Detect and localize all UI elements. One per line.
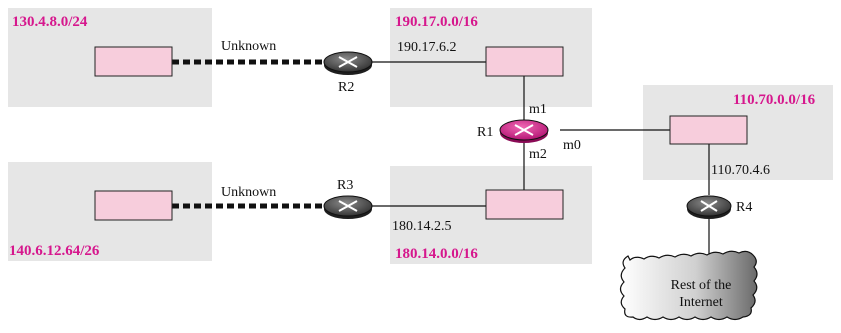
host-box-bottom-middle <box>485 189 564 220</box>
host-box-right <box>669 115 748 145</box>
network-label-top-middle: 190.17.0.0/16 <box>395 14 478 30</box>
address-r4: 110.70.4.6 <box>711 163 770 178</box>
router-label-r4: R4 <box>736 200 752 215</box>
router-r4-icon <box>686 195 732 219</box>
router-r2-icon <box>323 51 373 75</box>
network-label-bottom-left: 140.6.12.64/26 <box>9 243 100 259</box>
unknown-label-bottom: Unknown <box>221 185 276 200</box>
network-label-right: 110.70.0.0/16 <box>733 92 816 108</box>
network-label-bottom-middle: 180.14.0.0/16 <box>395 246 478 262</box>
host-box-top-middle <box>485 46 564 77</box>
host-box-top-left <box>94 46 173 77</box>
router-label-r3: R3 <box>337 178 353 193</box>
internet-cloud-icon <box>619 250 758 321</box>
network-label-top-left: 130.4.8.0/24 <box>12 14 88 30</box>
router-r3-icon <box>323 195 373 219</box>
interface-m1: m1 <box>529 102 547 117</box>
address-r2: 190.17.6.2 <box>397 40 457 55</box>
unknown-label-top: Unknown <box>221 39 276 54</box>
router-label-r2: R2 <box>338 80 354 95</box>
address-r3: 180.14.2.5 <box>392 219 452 234</box>
host-box-bottom-left <box>94 190 173 221</box>
interface-m0: m0 <box>563 138 581 153</box>
router-label-r1: R1 <box>477 125 493 140</box>
interface-m2: m2 <box>529 147 547 162</box>
cloud-label-line1: Rest of the <box>671 278 732 293</box>
cloud-label-line2: Internet <box>679 295 723 310</box>
router-r1-icon <box>499 119 549 143</box>
